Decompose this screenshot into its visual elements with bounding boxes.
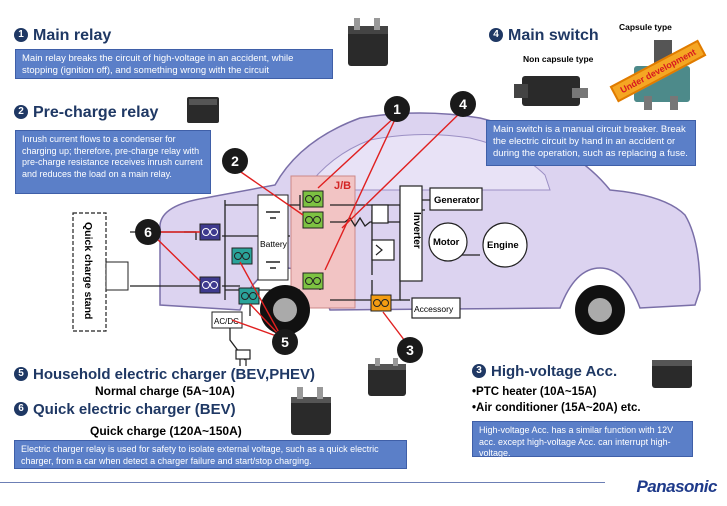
generator-box [429, 187, 483, 211]
relay-pre-charge [302, 211, 324, 229]
quick-charger-desc: Electric charger relay is used for safet… [14, 440, 407, 469]
svg-text:Quick charge stand: Quick charge stand [82, 222, 94, 319]
main-relay-desc: Main relay breaks the circuit of high-vo… [15, 49, 333, 79]
badge-5: 5 [272, 329, 298, 355]
svg-text:Inverter: Inverter [411, 212, 422, 249]
high-voltage-acc-relay-photo [652, 360, 692, 388]
normal-charge-label: Normal charge (5A~10A) [95, 384, 235, 398]
svg-text:Accessory: Accessory [414, 304, 454, 314]
footer-rule [0, 482, 605, 483]
svg-text:AC/DC: AC/DC [214, 317, 239, 326]
badge-1: 1 [384, 96, 410, 122]
relay-quick-charge-lower [199, 276, 221, 294]
ptc-heater-item: •PTC heater (10A~15A) [472, 386, 597, 398]
non-capsule-switch-photo [514, 76, 588, 106]
plug-icon [235, 349, 251, 366]
relay-high-voltage-acc [370, 294, 392, 312]
relay-main-upper [302, 190, 324, 208]
badge-2: 2 [222, 148, 248, 174]
svg-text:Motor: Motor [433, 237, 460, 248]
relay-household-upper [231, 247, 253, 265]
relay-main-lower [302, 272, 324, 290]
panasonic-logo: Panasonic [636, 477, 717, 496]
jb-label: J/B [334, 180, 351, 192]
air-conditioner-item: •Air conditioner (15A~20A) etc. [472, 402, 641, 414]
quick-charge-label: Quick charge (120A~150A) [90, 424, 242, 438]
svg-text:Battery: Battery [260, 239, 288, 249]
relay-quick-charge-upper [199, 223, 221, 241]
badge-6: 6 [135, 219, 161, 245]
engine-circle [482, 222, 528, 268]
battery-symbol: Battery [257, 194, 289, 281]
capsule-type-label: Capsule type [619, 22, 672, 32]
main-relay-photo [348, 18, 388, 66]
inverter-box [399, 185, 423, 282]
pre-charge-relay-photo [187, 97, 219, 123]
accessory-box [411, 297, 461, 319]
main-switch-desc: Main switch is a manual circuit breaker.… [486, 120, 696, 166]
badge-3: 3 [397, 337, 423, 363]
svg-text:Generator: Generator [434, 195, 480, 206]
high-voltage-acc-desc: High-voltage Acc. has a similar function… [472, 421, 693, 458]
svg-text:Engine: Engine [487, 240, 519, 251]
non-capsule-type-label: Non capsule type [523, 54, 594, 64]
badge-4: 4 [450, 91, 476, 117]
acdc-box [211, 311, 243, 329]
pre-charge-relay-desc: Inrush current flows to a condenser for … [15, 130, 211, 194]
quick-charger-relay-photo [291, 387, 331, 435]
motor-circle [428, 222, 468, 262]
relay-household-lower [238, 287, 260, 305]
household-relay-photo [368, 358, 406, 396]
